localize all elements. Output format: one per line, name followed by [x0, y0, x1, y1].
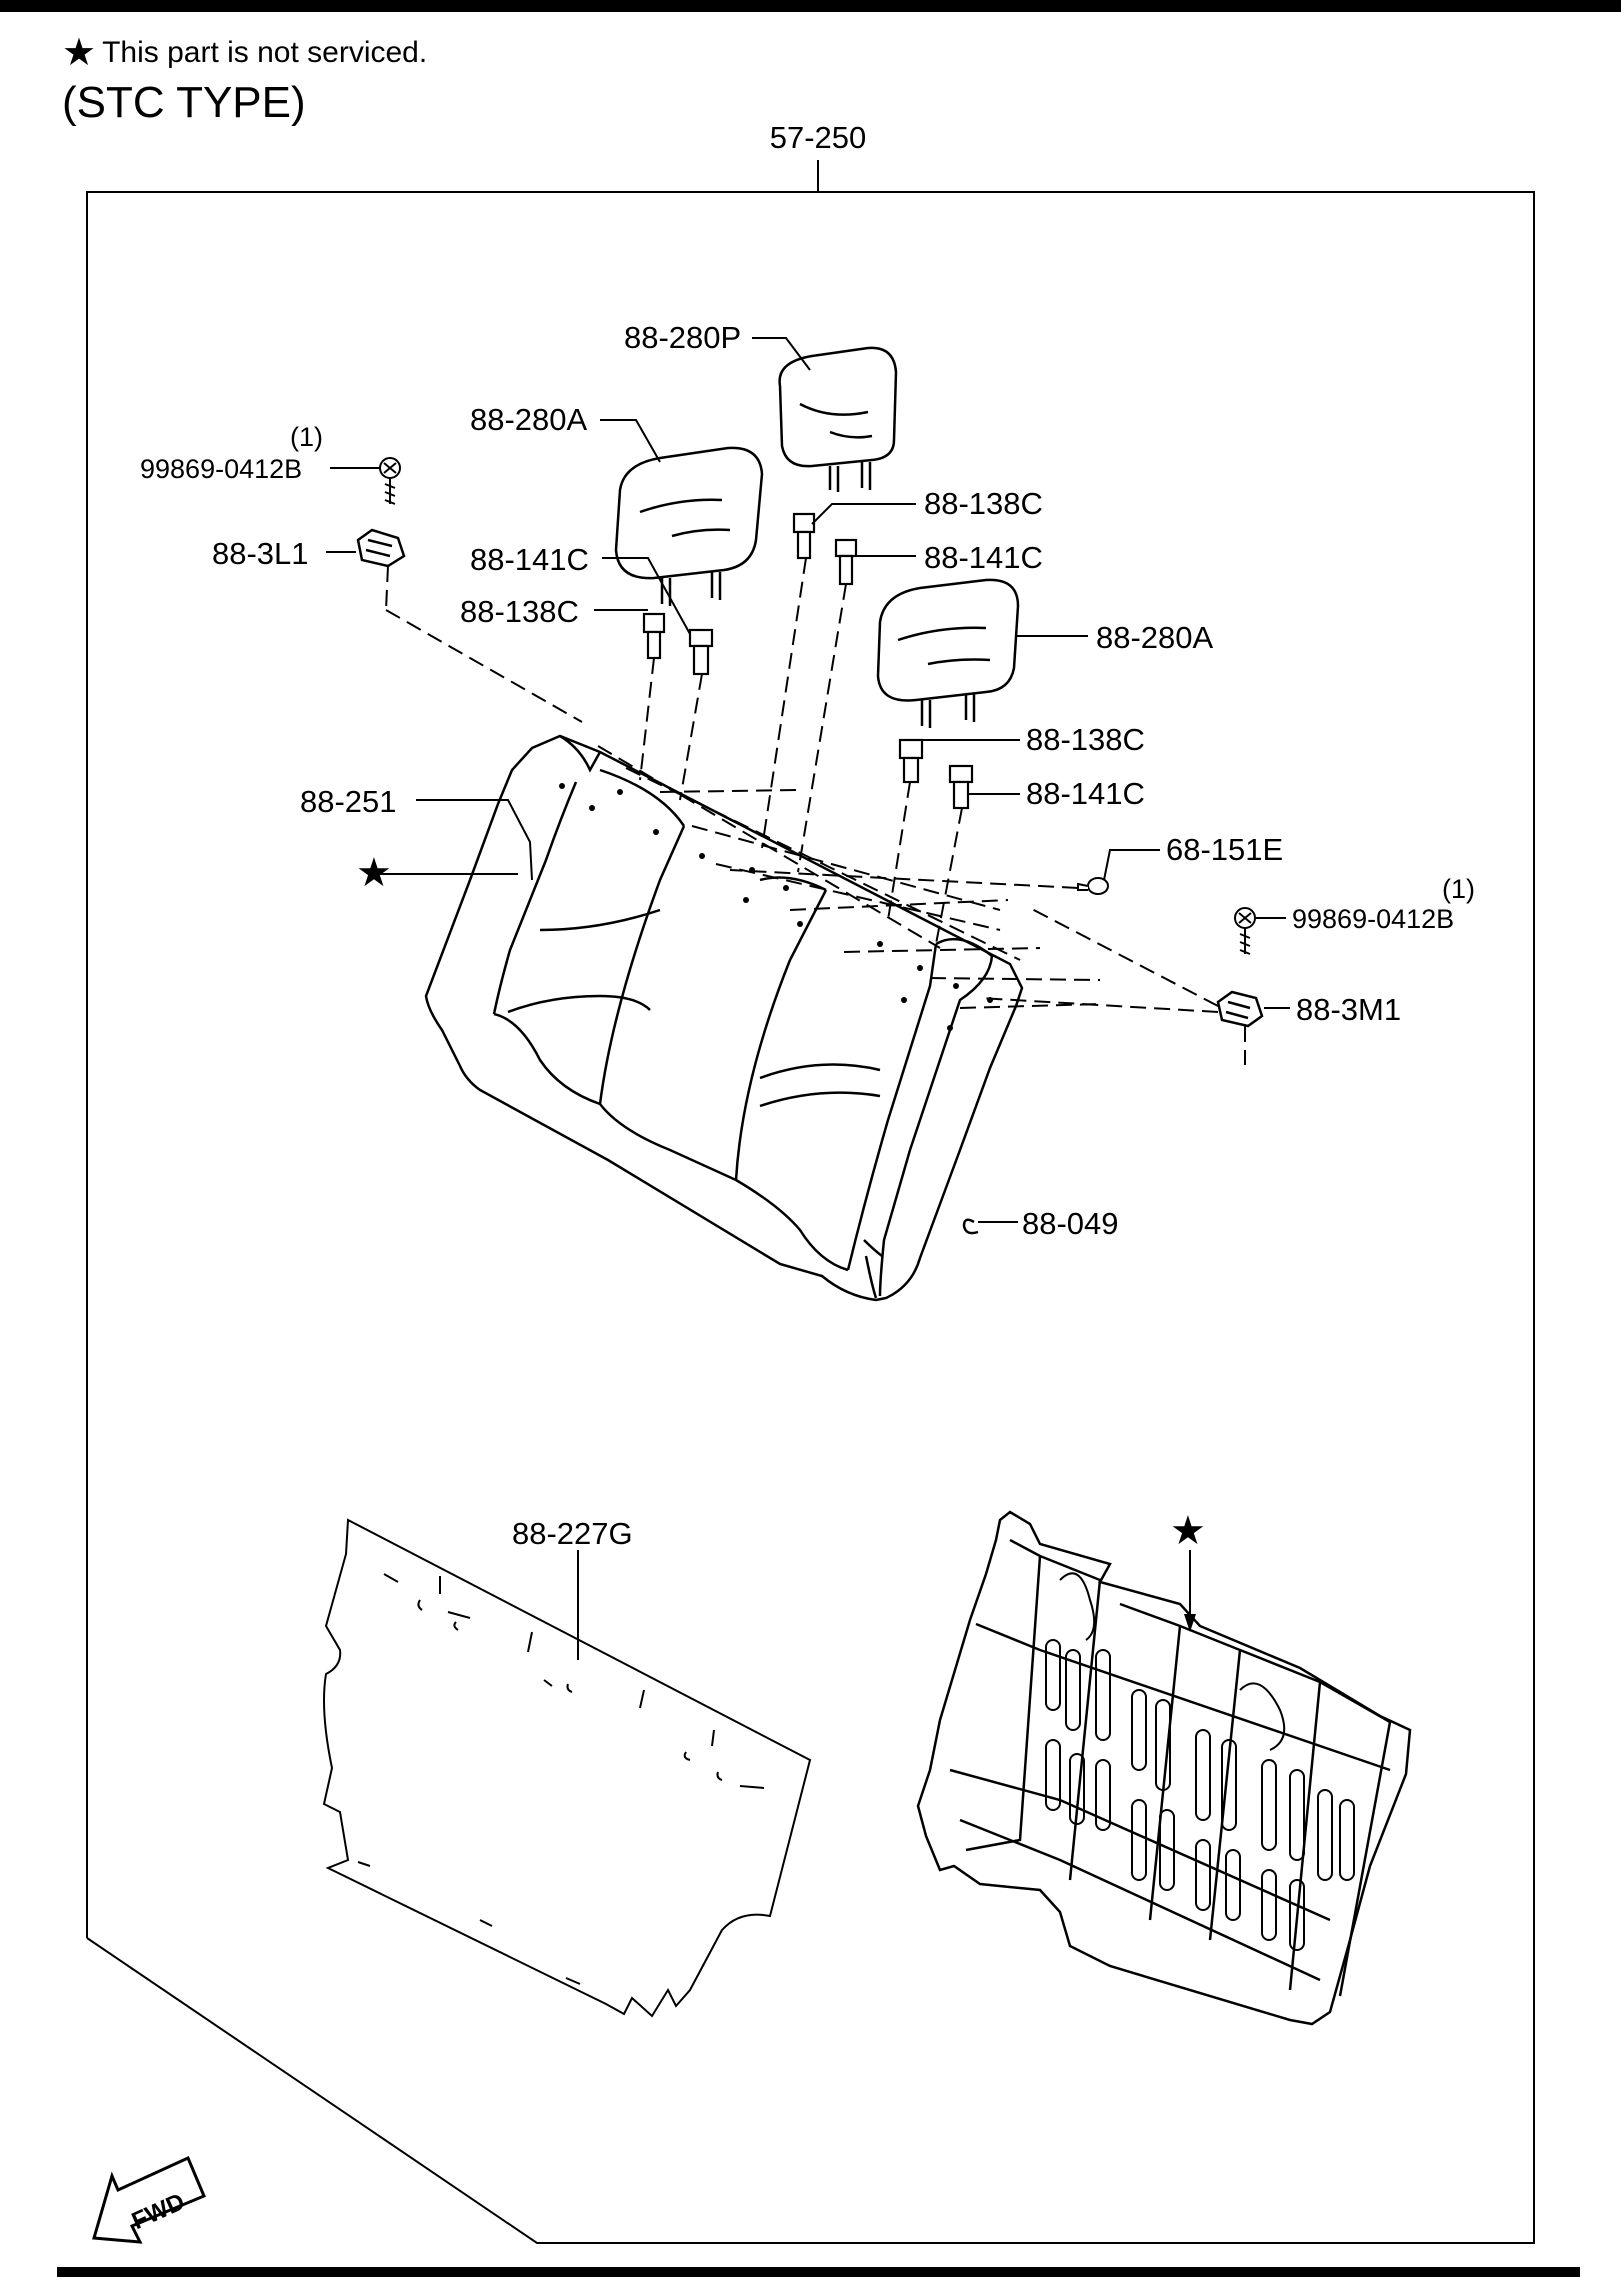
seatback-pad [322, 1518, 812, 2018]
screw-right [1234, 907, 1256, 955]
headrest-center [778, 346, 898, 492]
callout-ring: 88-049 [1022, 1206, 1119, 1241]
bottom-border [57, 2267, 1580, 2277]
type-label: (STC TYPE) [62, 78, 306, 127]
note-text: This part is not serviced. [102, 36, 428, 69]
callout-guide-c-141: 88-141C [924, 540, 1043, 575]
callout-screw-right-qty: (1) [1442, 874, 1475, 904]
callout-cover-right: 88-3M1 [1296, 992, 1401, 1027]
callout-clip: 68-151E [1166, 832, 1283, 867]
callout-guide-l-141: 88-141C [470, 542, 589, 577]
ring-88-049 [962, 1218, 979, 1235]
callout-hr-left: 88-280A [470, 402, 588, 437]
cover-left [356, 528, 406, 568]
star-icon: ★ [1170, 1508, 1206, 1554]
callout-screw-left-qty: (1) [290, 422, 323, 452]
callout-trim: 88-251 [300, 784, 397, 819]
callout-cover-left: 88-3L1 [212, 536, 309, 571]
seatback-frame [916, 1510, 1412, 2026]
leader-lines [326, 337, 1290, 1660]
cover-right [1216, 990, 1264, 1028]
star-icon: ★ [356, 850, 392, 896]
guide-c-141 [834, 538, 858, 586]
assembly-frame [86, 160, 1535, 2244]
callout-screw-left: 99869-0412B [140, 454, 302, 484]
headrest-left [614, 446, 764, 606]
guide-r-138 [898, 738, 924, 784]
top-border [0, 0, 1621, 12]
callout-hr-center: 88-280P [624, 320, 741, 355]
headrest-guides [642, 512, 974, 810]
callout-pad: 88-227G [512, 1516, 633, 1551]
callout-guide-l-138: 88-138C [460, 594, 579, 629]
seatback-holes [559, 783, 993, 1031]
star-icon: ★ [62, 32, 97, 74]
headrest-right [876, 578, 1020, 728]
callout-hr-right: 88-280A [1096, 620, 1214, 655]
callout-screw-right: 99869-0412B [1292, 904, 1454, 934]
callout-guide-r-141: 88-141C [1026, 776, 1145, 811]
clip-68-151e [1077, 877, 1109, 895]
fwd-arrow-icon: FWD [92, 2155, 206, 2244]
assembly-label: 57-250 [770, 120, 867, 155]
callout-guide-r-138: 88-138C [1026, 722, 1145, 757]
not-serviced-note: ★ This part is not serviced. [62, 34, 427, 72]
screw-left [379, 457, 401, 505]
guide-c-138 [792, 512, 816, 560]
guide-r-141 [948, 764, 974, 810]
guide-l-141 [688, 628, 714, 676]
guide-l-138 [642, 612, 666, 660]
callout-guide-c-138: 88-138C [924, 486, 1043, 521]
seatback-frame-slots [1045, 1572, 1355, 1951]
assembly-dash-lines [385, 557, 1246, 1065]
leader-arrow-heads [1184, 1614, 1196, 1632]
seatback [424, 734, 1024, 1302]
